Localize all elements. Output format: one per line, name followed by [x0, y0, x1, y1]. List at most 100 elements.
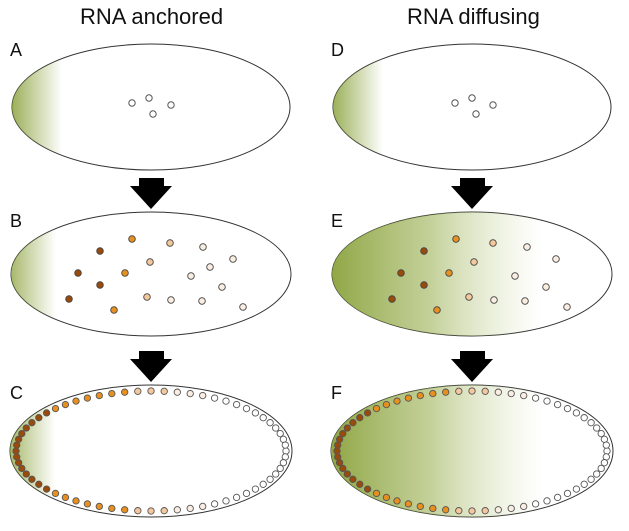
- peripheral-nuclei: [333, 387, 611, 515]
- nucleus: [543, 397, 551, 405]
- nucleus: [272, 470, 280, 478]
- panel-label-b: B: [10, 211, 23, 231]
- nucleus: [218, 283, 226, 291]
- nucleus: [18, 464, 26, 473]
- nucleus: [572, 485, 581, 493]
- nucleus: [146, 258, 154, 266]
- nucleus: [173, 388, 181, 396]
- nucleus: [51, 404, 60, 413]
- nucleus: [416, 391, 424, 400]
- nucleus: [128, 235, 136, 243]
- nucleus: [22, 470, 30, 478]
- nucleus: [388, 295, 396, 303]
- nucleus: [266, 475, 274, 483]
- nucleus: [356, 480, 364, 488]
- nucleus: [563, 303, 571, 311]
- nucleus: [110, 306, 118, 314]
- nucleus: [393, 497, 401, 505]
- nucleus: [597, 464, 605, 473]
- nucleus: [552, 255, 560, 263]
- nucleus: [404, 394, 413, 402]
- nucleus: [13, 453, 21, 461]
- arrow-down: [451, 351, 493, 382]
- nucleus: [507, 389, 515, 398]
- nucleus: [531, 394, 540, 402]
- arrow-down: [451, 178, 493, 209]
- nucleus: [251, 485, 260, 493]
- embryo-gradient: [11, 212, 291, 336]
- nucleus: [266, 419, 274, 427]
- nucleus: [481, 387, 489, 395]
- nuclei-group: [451, 94, 497, 118]
- nucleus: [452, 235, 460, 243]
- nucleus: [65, 295, 73, 303]
- nucleus: [490, 296, 498, 304]
- nucleus: [259, 480, 267, 488]
- nucleus: [520, 391, 528, 400]
- nucleus: [282, 447, 290, 455]
- nucleus: [12, 447, 20, 455]
- nucleus: [61, 400, 70, 409]
- nucleus: [420, 247, 428, 255]
- nucleus: [397, 269, 405, 277]
- nucleus: [372, 404, 381, 413]
- panel-label-a: A: [10, 40, 23, 60]
- nucleus: [167, 101, 175, 109]
- panel-f: [330, 384, 614, 518]
- nucleus: [121, 506, 129, 514]
- panel-label-d: D: [331, 40, 344, 60]
- nucleus: [28, 475, 36, 483]
- nucleus: [470, 258, 478, 266]
- nucleus: [445, 269, 453, 277]
- nucleus: [580, 480, 588, 488]
- nucleus: [145, 94, 153, 102]
- arrow-down: [130, 351, 172, 382]
- nucleus: [35, 480, 43, 488]
- nucleus: [481, 507, 489, 515]
- embryo-gradient: [332, 212, 612, 336]
- nucleus: [593, 424, 601, 432]
- nucleus: [222, 497, 230, 505]
- nucleus: [96, 247, 104, 255]
- nucleus: [494, 506, 502, 514]
- nucleus: [416, 502, 424, 511]
- nucleus: [335, 435, 344, 443]
- nucleus: [232, 400, 241, 409]
- nucleus: [356, 414, 364, 422]
- nucleus: [520, 502, 528, 511]
- panel-d: [332, 43, 612, 171]
- nucleus: [22, 424, 30, 432]
- embryo-gradient: [331, 385, 613, 517]
- nucleus: [143, 293, 151, 301]
- nucleus: [95, 391, 103, 400]
- nucleus: [339, 464, 347, 473]
- nucleus: [210, 500, 219, 508]
- nucleus: [232, 493, 241, 502]
- nucleus: [72, 497, 80, 505]
- nucleus: [542, 283, 550, 291]
- nucleus: [134, 387, 142, 395]
- nucleus: [186, 504, 194, 513]
- nucleus: [349, 475, 357, 483]
- nucleus: [61, 493, 70, 502]
- nucleus: [521, 297, 529, 305]
- nucleus: [339, 429, 347, 438]
- nuclei-group: [128, 94, 175, 118]
- column-title-left: RNA anchored: [80, 4, 224, 29]
- panel-b: [10, 211, 292, 337]
- panel-label-c: C: [10, 383, 23, 403]
- nucleus: [404, 500, 413, 508]
- nucleus: [333, 447, 341, 455]
- nucleus: [494, 388, 502, 396]
- nucleus: [222, 397, 230, 405]
- nucleus: [51, 489, 60, 498]
- nucleus: [42, 485, 51, 493]
- nucleus: [187, 272, 195, 280]
- nucleus: [507, 504, 515, 513]
- embryo-gradient: [333, 44, 611, 170]
- nucleus: [28, 419, 36, 427]
- nucleus: [259, 414, 267, 422]
- nucleus: [74, 269, 82, 277]
